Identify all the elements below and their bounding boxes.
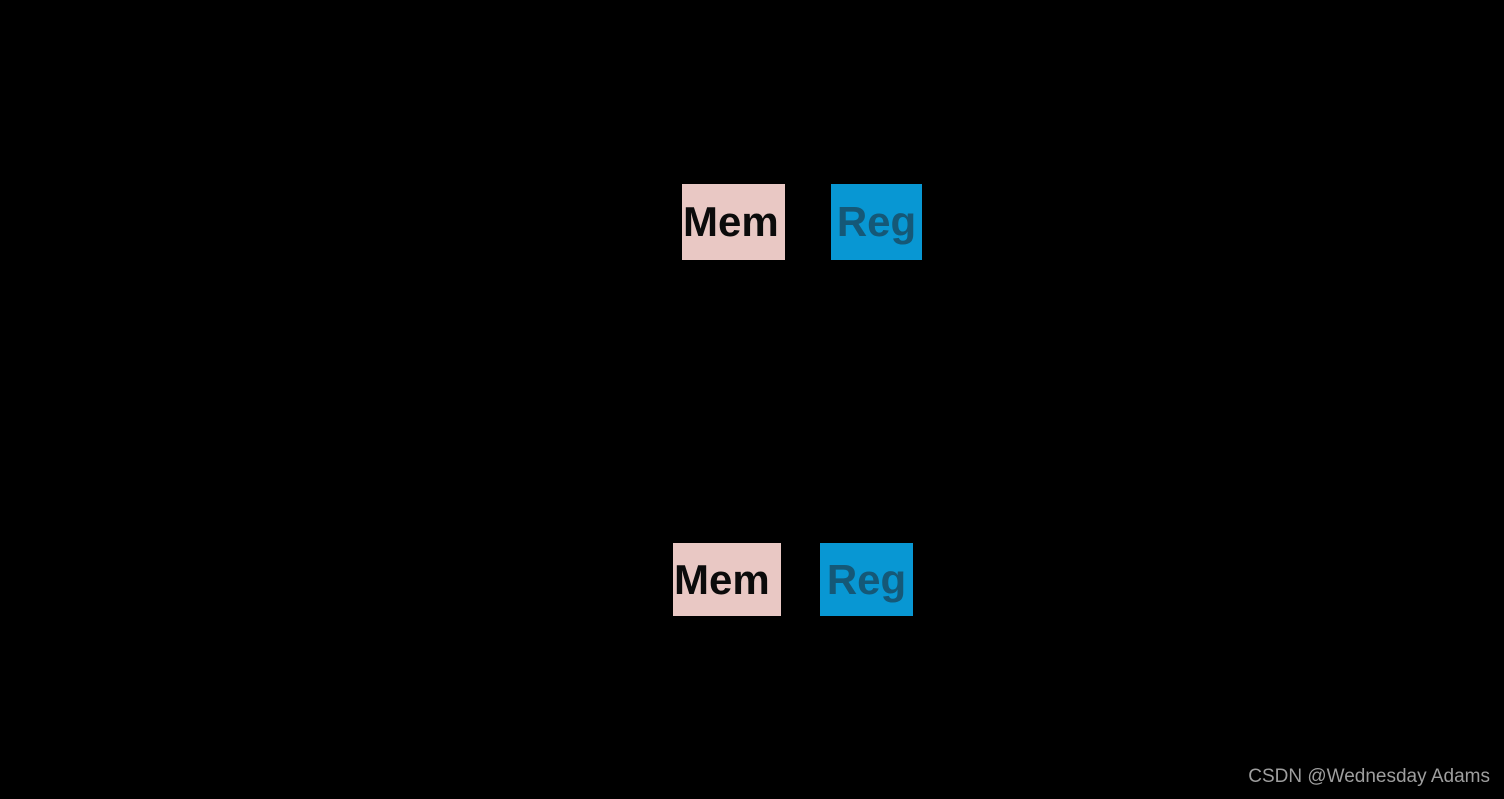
mem-box-top: Mem bbox=[682, 184, 785, 260]
reg-box-bottom-label: Reg bbox=[826, 555, 907, 603]
mem-box-bottom: Mem bbox=[673, 543, 781, 616]
mem-box-bottom-label: Mem bbox=[674, 555, 770, 603]
reg-box-top-label: Reg bbox=[836, 198, 917, 245]
csdn-watermark: CSDN @Wednesday Adams bbox=[1248, 766, 1490, 787]
reg-box-top: Reg bbox=[831, 184, 922, 260]
reg-box-bottom: Reg bbox=[820, 543, 913, 616]
mem-box-top-label: Mem bbox=[683, 198, 779, 245]
